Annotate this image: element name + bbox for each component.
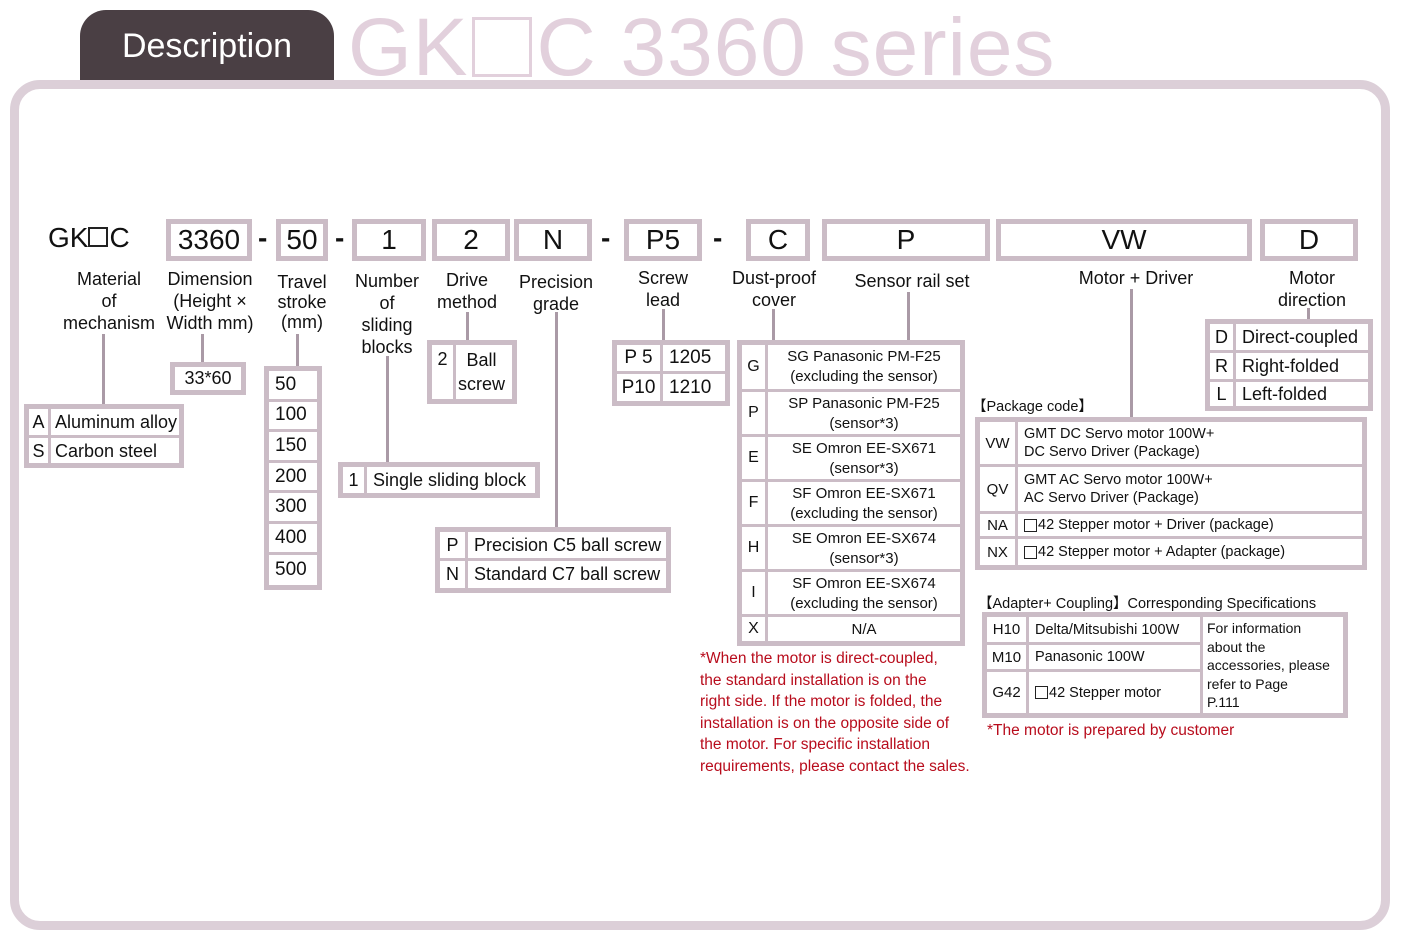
label-lead: Screw lead xyxy=(637,268,688,310)
list-item: VW GMT DC Servo motor 100W+DC Servo Driv… xyxy=(980,422,1362,467)
code-box-lead: P5 xyxy=(624,219,702,261)
block-options: 1 Single sliding block xyxy=(338,462,540,498)
list-item: 400 xyxy=(269,524,317,555)
list-item: E SE Omron EE-SX671(sensor*3) xyxy=(742,437,960,482)
sensor-options: G SG Panasonic PM-F25(excluding the sens… xyxy=(737,340,965,646)
connector-line xyxy=(386,356,389,464)
list-item: P10 1210 xyxy=(617,374,725,401)
drive-options: 2 Ball screw xyxy=(427,340,517,404)
square-icon xyxy=(1035,686,1048,699)
label-travel: Travel stroke (mm) xyxy=(277,272,327,332)
list-item: G SG Panasonic PM-F25(excluding the sens… xyxy=(742,345,960,392)
lead-options: P 5 1205 P10 1210 xyxy=(612,340,730,406)
travel-options: 50 100 150 200 300 400 500 xyxy=(264,366,322,590)
customer-note: *The motor is prepared by customer xyxy=(987,722,1235,739)
label-direction: Motor direction xyxy=(1277,268,1347,310)
connector-line xyxy=(1307,308,1310,322)
list-item: L Left-folded xyxy=(1210,382,1368,406)
list-item: F SF Omron EE-SX671(excluding the sensor… xyxy=(742,482,960,527)
description-tab-label: Description xyxy=(121,26,293,65)
connector-line xyxy=(466,312,469,342)
connector-line xyxy=(1130,289,1133,417)
connector-line xyxy=(662,309,665,341)
label-motor: Motor + Driver xyxy=(1078,268,1194,288)
content-frame xyxy=(10,80,1390,930)
square-icon xyxy=(1024,545,1037,559)
list-item: 200 xyxy=(269,463,317,494)
list-item: 500 xyxy=(275,558,307,580)
dimension-option: 33*60 xyxy=(170,362,246,395)
adapter-options: H10 Delta/Mitsubishi 100W M10 Panasonic … xyxy=(982,612,1348,718)
code-box-precision: N xyxy=(514,219,592,261)
code-box-dust: C xyxy=(746,219,810,261)
connector-line xyxy=(296,334,299,368)
list-item: P 5 1205 xyxy=(617,345,725,374)
list-item: 100 xyxy=(269,402,317,433)
label-blocks: Number of sliding blocks xyxy=(354,271,420,357)
code-dash: - xyxy=(258,222,268,253)
list-item: NA 42 Stepper motor + Driver (package) xyxy=(980,514,1362,539)
list-item: M10 Panasonic 100W xyxy=(987,645,1200,672)
code-dash: - xyxy=(335,222,345,253)
list-item: 1 Single sliding block xyxy=(343,467,535,493)
material-options: A Aluminum alloy S Carbon steel xyxy=(24,404,184,468)
code-box-travel: 50 xyxy=(276,219,328,261)
precision-options: P Precision C5 ball screw N Standard C7 … xyxy=(435,527,671,593)
label-material: Material of mechanism xyxy=(62,269,156,333)
label-dust: Dust-proof cover xyxy=(731,268,817,310)
package-title: 【Package code】 xyxy=(972,399,1093,415)
list-item: P SP Panasonic PM-F25(sensor*3) xyxy=(742,392,960,437)
code-box-blocks: 1 xyxy=(352,219,426,261)
connector-line xyxy=(907,292,910,340)
list-item: G42 42 Stepper motor xyxy=(987,672,1200,713)
adapter-info: For information about the accessories, p… xyxy=(1207,620,1330,710)
list-item: I SF Omron EE-SX674(excluding the sensor… xyxy=(742,572,960,617)
direction-options: D Direct-coupled R Right-folded L Left-f… xyxy=(1205,319,1373,411)
list-item: 50 xyxy=(269,371,317,402)
list-item: P Precision C5 ball screw xyxy=(440,532,666,561)
label-precision: Precision grade xyxy=(518,272,594,314)
square-icon xyxy=(1024,518,1037,532)
description-tab: Description xyxy=(80,10,334,82)
code-box-motor: VW xyxy=(996,219,1252,261)
connector-line xyxy=(201,334,204,364)
label-sensor: Sensor rail set xyxy=(854,271,970,291)
list-item: X N/A xyxy=(742,617,960,641)
code-dash: - xyxy=(601,222,611,253)
square-icon xyxy=(472,17,533,77)
adapter-title: 【Adapter+ Coupling】Corresponding Specifi… xyxy=(978,596,1317,612)
list-item: 300 xyxy=(269,493,317,524)
list-item: D Direct-coupled xyxy=(1210,324,1368,353)
list-item: NX 42 Stepper motor + Adapter (package) xyxy=(980,539,1362,565)
list-item: S Carbon steel xyxy=(29,438,179,465)
list-item: R Right-folded xyxy=(1210,353,1368,382)
square-icon xyxy=(88,227,109,247)
list-item: QV GMT AC Servo motor 100W+AC Servo Driv… xyxy=(980,467,1362,514)
connector-line xyxy=(772,309,775,341)
code-box-sensor: P xyxy=(822,219,990,261)
label-dimension: Dimension (Height × Width mm) xyxy=(166,269,254,333)
connector-line xyxy=(102,334,105,406)
code-box-drive: 2 xyxy=(432,219,510,261)
direction-note: *When the motor is direct-coupled, the s… xyxy=(700,650,970,775)
code-box-direction: D xyxy=(1260,219,1358,261)
connector-line xyxy=(555,312,558,528)
package-options: VW GMT DC Servo motor 100W+DC Servo Driv… xyxy=(975,417,1367,570)
list-item: A Aluminum alloy xyxy=(29,409,179,438)
list-item: 150 xyxy=(269,432,317,463)
code-dash: - xyxy=(713,222,723,253)
list-item: N Standard C7 ball screw xyxy=(440,561,666,588)
list-item: H SE Omron EE-SX674(sensor*3) xyxy=(742,527,960,572)
list-item: 2 Ball screw xyxy=(432,345,512,399)
label-drive: Drive method xyxy=(436,270,498,312)
code-box-dimension: 3360 xyxy=(166,219,252,261)
list-item: H10 Delta/Mitsubishi 100W xyxy=(987,617,1200,645)
